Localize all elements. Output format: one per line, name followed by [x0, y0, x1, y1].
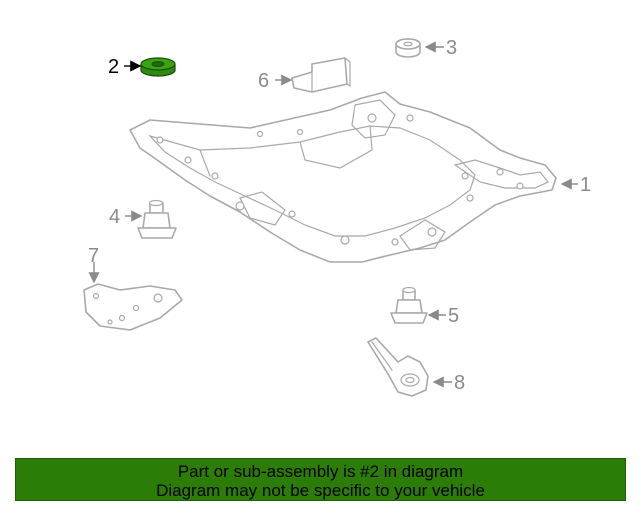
callout-5: 5: [448, 305, 459, 327]
mount-part-5[interactable]: [390, 286, 428, 324]
parts-diagram: 1 2 3 4 5 6: [83, 37, 591, 397]
callout-3: 3: [446, 37, 457, 59]
mount-part-4[interactable]: [137, 199, 177, 239]
callout-7: 7: [88, 245, 99, 267]
callout-8: 8: [454, 372, 465, 394]
banner-line-part-number: Part or sub-assembly is #2 in diagram: [177, 462, 464, 481]
callout-1: 1: [580, 174, 591, 196]
bushing-part-2[interactable]: [140, 57, 176, 77]
subframe-part[interactable]: [129, 91, 557, 263]
bracket-part-6[interactable]: [291, 57, 351, 93]
banner-line-disclaimer: Diagram may not be specific to your vehi…: [156, 481, 485, 500]
callout-6: 6: [258, 70, 269, 92]
plate-part-7[interactable]: [83, 283, 183, 331]
callout-2: 2: [108, 56, 119, 78]
bushing-part-3[interactable]: [395, 38, 421, 58]
bracket-part-8[interactable]: [367, 337, 429, 397]
info-banner: Part or sub-assembly is #2 in diagram Di…: [15, 458, 626, 501]
callout-4: 4: [109, 206, 120, 228]
